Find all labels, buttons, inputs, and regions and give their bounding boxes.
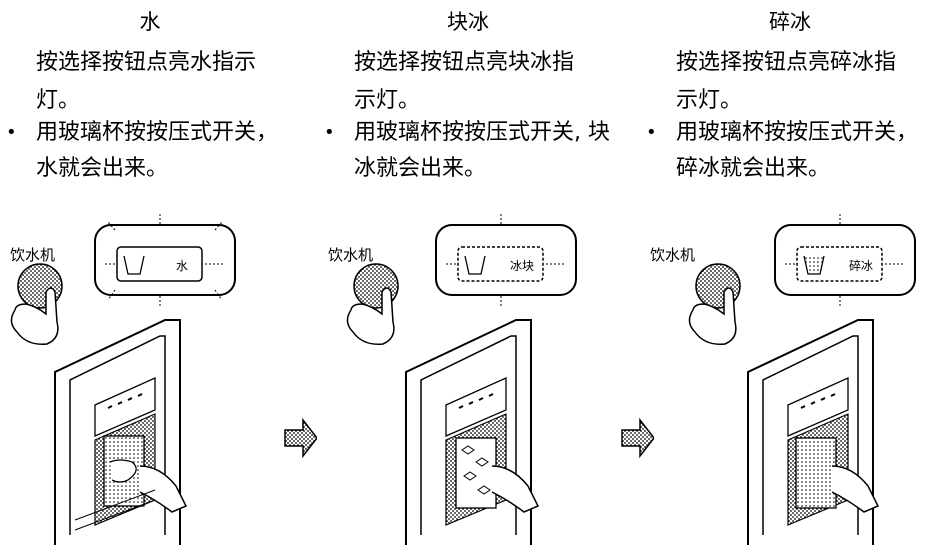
dispenser-button-label: 饮水机 bbox=[10, 246, 56, 264]
step-crushed-ice: 碎冰 按选择按钮点亮碎冰指示灯。 • 用玻璃杯按按压式开关， 碎冰就会出来。 饮… bbox=[640, 0, 931, 545]
step-instruction: 按选择按钮点亮水指示灯。 bbox=[36, 50, 257, 113]
finger-icon bbox=[346, 287, 395, 345]
refrigerator-dispenser bbox=[405, 319, 540, 545]
step-water: 水 按选择按钮点亮水指示灯。 • 用玻璃杯按按压式开关， 水就会出来。 饮水机 … bbox=[0, 0, 300, 545]
finger-icon bbox=[10, 287, 59, 345]
step-title: 水 bbox=[139, 10, 161, 34]
next-arrow-icon bbox=[283, 417, 318, 459]
bullet-text: 用玻璃杯按按压式开关, 块冰就会出来。 bbox=[354, 120, 610, 181]
step-instruction: 按选择按钮点亮碎冰指示灯。 bbox=[676, 50, 897, 113]
bullet-icon: • bbox=[6, 122, 17, 143]
bullet-icon: • bbox=[646, 122, 657, 143]
indicator-panel: 冰块 bbox=[435, 214, 577, 306]
indicator-panel: 水 bbox=[94, 214, 236, 306]
step-cubed-ice: 块冰 按选择按钮点亮块冰指示灯。 • 用玻璃杯按按压式开关, 块冰就会出来。 饮… bbox=[318, 0, 618, 545]
indicator-text: 碎冰 bbox=[849, 258, 873, 273]
indicator-text: 水 bbox=[176, 259, 188, 273]
step-instruction: 按选择按钮点亮块冰指示灯。 bbox=[354, 50, 575, 113]
finger-icon bbox=[688, 287, 737, 345]
bullet-icon: • bbox=[324, 122, 335, 143]
dispenser-illustration: 碎冰 bbox=[688, 214, 916, 545]
refrigerator-dispenser bbox=[54, 319, 188, 545]
indicator-panel: 碎冰 bbox=[774, 214, 916, 306]
refrigerator-dispenser bbox=[747, 319, 880, 545]
step-title: 块冰 bbox=[447, 10, 489, 34]
indicator-text: 冰块 bbox=[510, 259, 534, 273]
dispenser-button-label: 饮水机 bbox=[650, 246, 696, 264]
dispenser-illustration: 水 bbox=[10, 214, 236, 545]
dispenser-illustration: 冰块 bbox=[346, 214, 577, 545]
next-arrow-icon bbox=[620, 417, 655, 459]
bullet-text: 用玻璃杯按按压式开关， 碎冰就会出来。 bbox=[676, 120, 919, 181]
dispenser-button-label: 饮水机 bbox=[328, 246, 374, 264]
step-title: 碎冰 bbox=[769, 10, 811, 34]
bullet-text: 用玻璃杯按按压式开关， 水就会出来。 bbox=[36, 120, 279, 181]
